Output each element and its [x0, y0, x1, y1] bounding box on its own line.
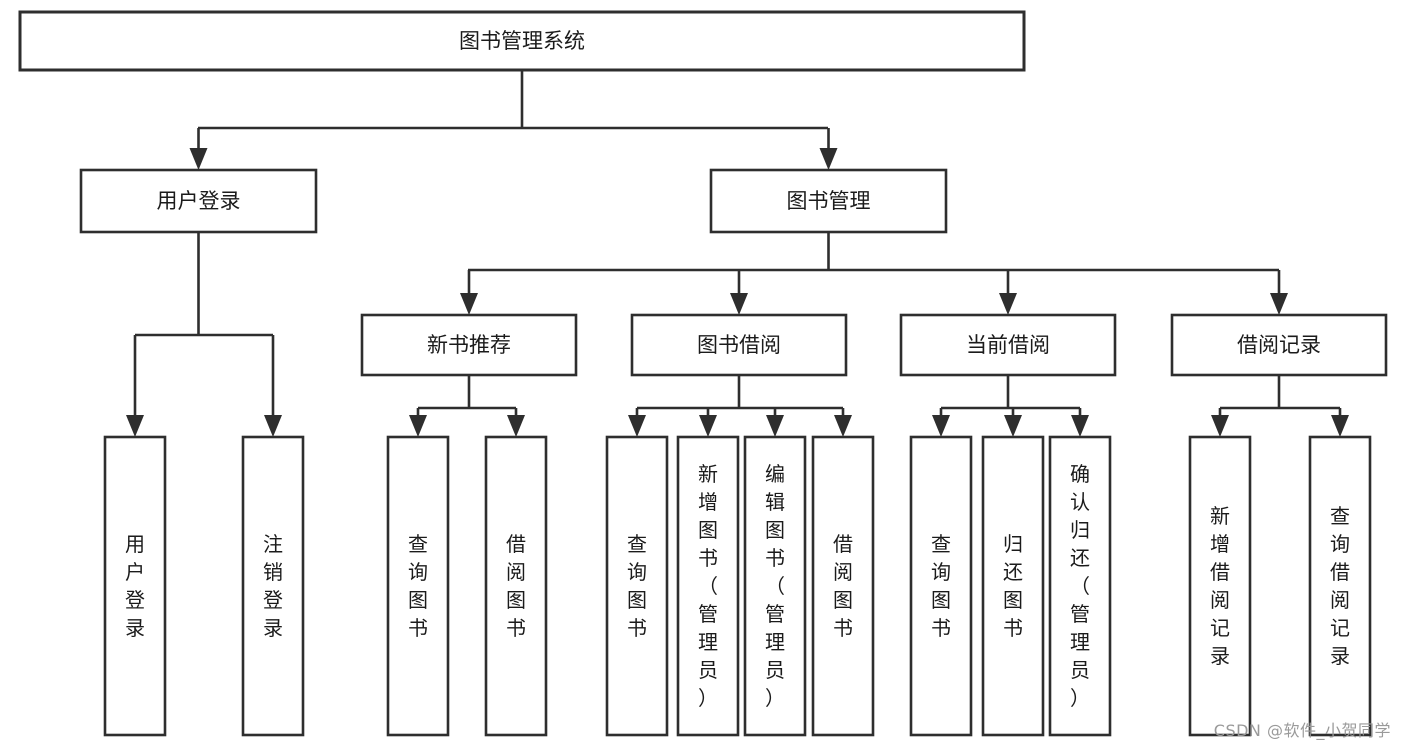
arrow-head-icon-leaf-4-1	[1331, 415, 1349, 437]
node-root-system[interactable]: 图书管理系统	[18, 10, 1026, 72]
arrow-head-icon-leaf-2-0	[628, 415, 646, 437]
node-leaf-2[interactable]: 查询图书	[386, 435, 450, 737]
node-leaf-12[interactable]: 查询借阅记录	[1308, 435, 1372, 737]
node-level2-1-box	[630, 313, 848, 377]
arrow-head-icon-leaf-0-0	[126, 415, 144, 437]
node-leaf-3-box	[484, 435, 548, 737]
node-leaf-8-label: 查询图书	[931, 532, 951, 640]
node-leaf-8[interactable]: 查询图书	[909, 435, 973, 737]
node-level1-1-box	[709, 168, 948, 234]
arrow-head-icon-leaf-1-1	[507, 415, 525, 437]
node-leaf-1-label: 注销登录	[263, 532, 283, 640]
edges-layer	[126, 70, 1349, 437]
node-level2-3-label: 借阅记录	[1237, 333, 1321, 357]
node-level2-0-label: 新书推荐	[427, 333, 511, 357]
arrow-head-icon-leaf-3-2	[1071, 415, 1089, 437]
arrow-head-icon-leaf-4-0	[1211, 415, 1229, 437]
node-level1-1[interactable]: 图书管理	[709, 168, 948, 234]
node-leaf-0-label: 用户登录	[125, 532, 145, 640]
arrow-head-icon-leaf-2-3	[834, 415, 852, 437]
node-leaf-11-label: 新增借阅记录	[1210, 504, 1230, 668]
node-leaf-4-box	[605, 435, 669, 737]
node-root-system-label: 图书管理系统	[459, 29, 585, 53]
arrow-head-icon-leaf-2-2	[766, 415, 784, 437]
arrow-head-icon-level1-1	[819, 148, 838, 170]
node-leaf-11-box	[1188, 435, 1252, 737]
nodes-layer: 图书管理系统用户登录图书管理新书推荐图书借阅当前借阅借阅记录用户登录注销登录查询…	[18, 10, 1388, 737]
node-level2-1-label: 图书借阅	[697, 333, 781, 357]
node-level1-0-box	[79, 168, 318, 234]
node-level2-1[interactable]: 图书借阅	[630, 313, 848, 377]
node-leaf-7-box	[811, 435, 875, 737]
arrow-head-icon-level1-0	[189, 148, 208, 170]
node-leaf-0[interactable]: 用户登录	[103, 435, 167, 737]
node-level2-3-box	[1170, 313, 1388, 377]
node-leaf-1[interactable]: 注销登录	[241, 435, 305, 737]
node-level1-0[interactable]: 用户登录	[79, 168, 318, 234]
arrow-head-icon-level2-0	[460, 293, 478, 315]
node-leaf-1-box	[241, 435, 305, 737]
node-leaf-3[interactable]: 借阅图书	[484, 435, 548, 737]
arrow-head-icon-leaf-1-0	[409, 415, 427, 437]
node-leaf-2-box	[386, 435, 450, 737]
node-leaf-12-box	[1308, 435, 1372, 737]
node-leaf-11[interactable]: 新增借阅记录	[1188, 435, 1252, 737]
node-leaf-7[interactable]: 借阅图书	[811, 435, 875, 737]
arrow-head-icon-leaf-3-0	[932, 415, 950, 437]
node-leaf-4[interactable]: 查询图书	[605, 435, 669, 737]
node-leaf-0-box	[103, 435, 167, 737]
node-leaf-6-box	[743, 435, 807, 737]
node-level2-0-box	[360, 313, 578, 377]
node-leaf-12-label: 查询借阅记录	[1330, 504, 1350, 668]
arrow-head-icon-leaf-0-1	[264, 415, 282, 437]
arrow-head-icon-level2-1	[730, 293, 748, 315]
node-leaf-5-label: 新增图书（管理员）	[698, 462, 718, 710]
node-leaf-10[interactable]: 确认归还（管理员）	[1048, 435, 1112, 737]
watermark-text: CSDN @软件_小贺同学	[1213, 721, 1391, 740]
node-leaf-6-label: 编辑图书（管理员）	[765, 462, 785, 710]
node-leaf-6[interactable]: 编辑图书（管理员）	[743, 435, 807, 737]
node-level2-2[interactable]: 当前借阅	[899, 313, 1117, 377]
node-leaf-5[interactable]: 新增图书（管理员）	[676, 435, 740, 737]
node-leaf-4-label: 查询图书	[627, 532, 647, 640]
node-level2-3[interactable]: 借阅记录	[1170, 313, 1388, 377]
arrow-head-icon-level2-3	[1270, 293, 1288, 315]
arrow-head-icon-level2-2	[999, 293, 1017, 315]
node-leaf-9-label: 归还图书	[1003, 532, 1023, 640]
node-root-system-box	[18, 10, 1026, 72]
node-leaf-8-box	[909, 435, 973, 737]
arrow-head-icon-leaf-2-1	[699, 415, 717, 437]
node-leaf-5-box	[676, 435, 740, 737]
node-leaf-7-label: 借阅图书	[833, 532, 853, 640]
node-leaf-3-label: 借阅图书	[506, 532, 526, 640]
node-level1-0-label: 用户登录	[157, 189, 241, 213]
node-leaf-9-box	[981, 435, 1045, 737]
node-level2-2-label: 当前借阅	[966, 333, 1050, 357]
arrow-head-icon-leaf-3-1	[1004, 415, 1022, 437]
node-level1-1-label: 图书管理	[787, 189, 871, 213]
node-level2-2-box	[899, 313, 1117, 377]
node-leaf-9[interactable]: 归还图书	[981, 435, 1045, 737]
node-level2-0[interactable]: 新书推荐	[360, 313, 578, 377]
node-leaf-2-label: 查询图书	[408, 532, 428, 640]
node-leaf-10-box	[1048, 435, 1112, 737]
node-leaf-10-label: 确认归还（管理员）	[1070, 462, 1090, 710]
